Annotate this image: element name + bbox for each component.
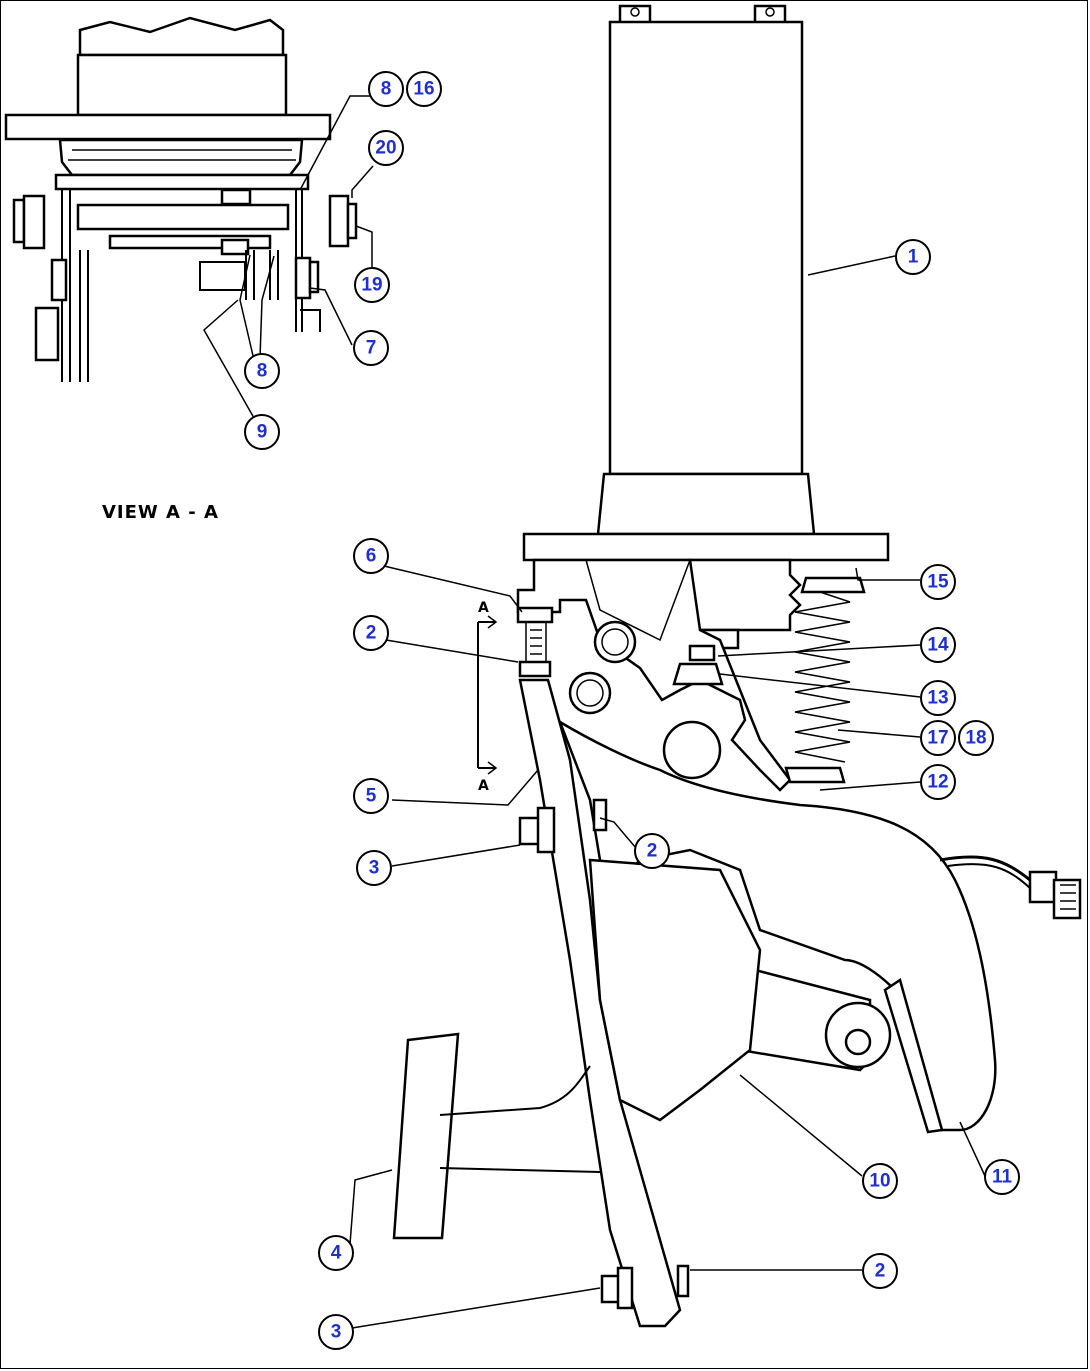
- svg-text:13: 13: [927, 688, 948, 709]
- view-a-a-detail: [4, 16, 358, 382]
- callout-11: 11: [984, 1159, 1020, 1195]
- callout-2-lower: 2: [862, 1253, 898, 1289]
- callout-10: 10: [862, 1163, 898, 1199]
- svg-text:2: 2: [875, 1261, 886, 1282]
- svg-text:11: 11: [992, 1167, 1013, 1188]
- callout-1: 1: [895, 239, 931, 275]
- callout-17: 17: [920, 720, 956, 756]
- callout-18: 18: [958, 720, 994, 756]
- svg-text:2: 2: [366, 623, 377, 644]
- svg-text:1: 1: [908, 247, 919, 268]
- svg-text:8: 8: [257, 361, 268, 382]
- callout-16: 16: [406, 71, 442, 107]
- svg-text:20: 20: [375, 138, 396, 159]
- main-assembly: [392, 4, 1082, 1328]
- svg-text:19: 19: [361, 275, 382, 296]
- svg-text:18: 18: [965, 728, 986, 749]
- callout-2-middle: 2: [634, 833, 670, 869]
- svg-text:8: 8: [381, 79, 392, 100]
- callout-5: 5: [353, 778, 389, 814]
- callout-8-bottom: 8: [244, 353, 280, 389]
- svg-text:2: 2: [647, 841, 658, 862]
- svg-text:3: 3: [369, 858, 380, 879]
- callout-6: 6: [353, 538, 389, 574]
- callout-3-upper: 3: [356, 850, 392, 886]
- callout-19: 19: [354, 267, 390, 303]
- svg-text:6: 6: [366, 546, 377, 567]
- svg-text:14: 14: [927, 635, 949, 656]
- svg-text:3: 3: [331, 1322, 342, 1343]
- callout-13: 13: [920, 680, 956, 716]
- view-a-a-label: VIEW A - A: [102, 502, 219, 523]
- svg-text:4: 4: [331, 1243, 342, 1264]
- svg-text:15: 15: [927, 572, 949, 593]
- callout-2-upper: 2: [353, 615, 389, 651]
- callout-14: 14: [920, 627, 956, 663]
- leader-lines: [203, 95, 986, 1329]
- callout-15: 15: [920, 564, 956, 600]
- svg-text:12: 12: [927, 772, 948, 793]
- svg-text:17: 17: [927, 728, 948, 749]
- svg-text:10: 10: [869, 1171, 890, 1192]
- svg-text:9: 9: [257, 422, 268, 443]
- callout-7: 7: [353, 330, 389, 366]
- callout-4: 4: [318, 1235, 354, 1271]
- callout-8-top: 8: [368, 71, 404, 107]
- callout-9: 9: [244, 414, 280, 450]
- section-letter-bottom: A: [478, 778, 489, 794]
- svg-text:5: 5: [366, 786, 377, 807]
- section-letter-top: A: [478, 600, 489, 616]
- section-line-a-a: A A: [477, 600, 498, 794]
- callout-12: 12: [920, 764, 956, 800]
- callout-3-lower: 3: [318, 1314, 354, 1350]
- svg-text:7: 7: [366, 338, 377, 359]
- callout-20: 20: [368, 130, 404, 166]
- svg-text:16: 16: [413, 79, 434, 100]
